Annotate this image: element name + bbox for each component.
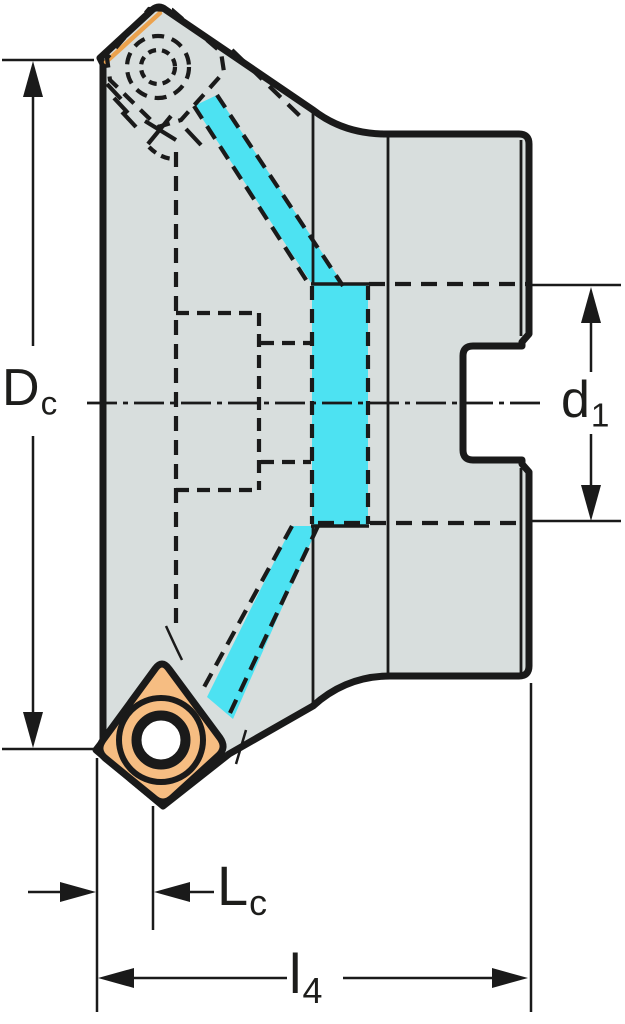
- label-lc: Lc: [217, 858, 267, 921]
- hidden-seat-hatch: [120, 110, 138, 129]
- channel-border: [215, 93, 345, 288]
- label-dc-sub: c: [40, 385, 58, 423]
- label-lc-sub: c: [249, 883, 268, 924]
- arrowhead-right: [60, 882, 96, 902]
- coolant-channel-lower: [207, 526, 318, 719]
- hidden-detail-lines: [173, 48, 528, 714]
- arrowhead-left: [98, 968, 134, 988]
- arrowhead-up: [23, 61, 43, 97]
- insert-seat-edge: [164, 625, 184, 661]
- arrowhead-right: [492, 968, 528, 988]
- label-d1-main: d: [561, 371, 590, 429]
- arrowhead-left: [154, 882, 190, 902]
- coolant-channel-vertical: [312, 284, 368, 526]
- insert-screw-hole: [131, 710, 191, 770]
- label-dc: Dc: [2, 359, 57, 421]
- dimension-l4: [98, 683, 533, 1012]
- top-insert-hidden: [104, 6, 227, 162]
- channel-border: [201, 524, 294, 691]
- hidden-seat-arc: [147, 145, 176, 162]
- arrowhead-down: [581, 485, 601, 521]
- hidden-screw-inner-circle: [138, 47, 178, 87]
- insert-countersink-circle: [116, 695, 206, 785]
- label-lc-main: L: [217, 854, 249, 917]
- arrowhead-up: [581, 287, 601, 323]
- dimension-dc: [2, 58, 94, 751]
- channel-border: [228, 525, 320, 714]
- hidden-tip-mark: [146, 114, 173, 146]
- hidden-tip-mark: [184, 127, 203, 147]
- hidden-face-edge: [230, 48, 304, 120]
- internal-edges: [164, 112, 523, 765]
- hidden-insert-octagon: [104, 6, 227, 130]
- label-l4-main: l: [289, 942, 302, 1005]
- bottom-insert: [96, 660, 227, 806]
- label-d1: d1: [561, 371, 609, 433]
- label-d1-sub: 1: [590, 397, 610, 435]
- label-l4: l4: [289, 946, 322, 1009]
- coolant-channel-upper: [194, 95, 343, 284]
- arrowhead-down: [23, 712, 43, 748]
- channel-border: [192, 104, 312, 288]
- edge-highlight-strip: [103, 10, 163, 65]
- dimension-d1: [531, 283, 621, 523]
- dimension-lc: [28, 758, 214, 1012]
- hidden-seat-hatch: [112, 96, 130, 115]
- hidden-seat-hatch: [105, 82, 123, 101]
- label-l4-sub: 4: [302, 971, 323, 1012]
- coolant-channels: [194, 95, 368, 719]
- hidden-screw-outer-circle: [124, 33, 192, 101]
- label-dc-main: D: [2, 359, 40, 417]
- insert-pocket-wall: [234, 729, 248, 765]
